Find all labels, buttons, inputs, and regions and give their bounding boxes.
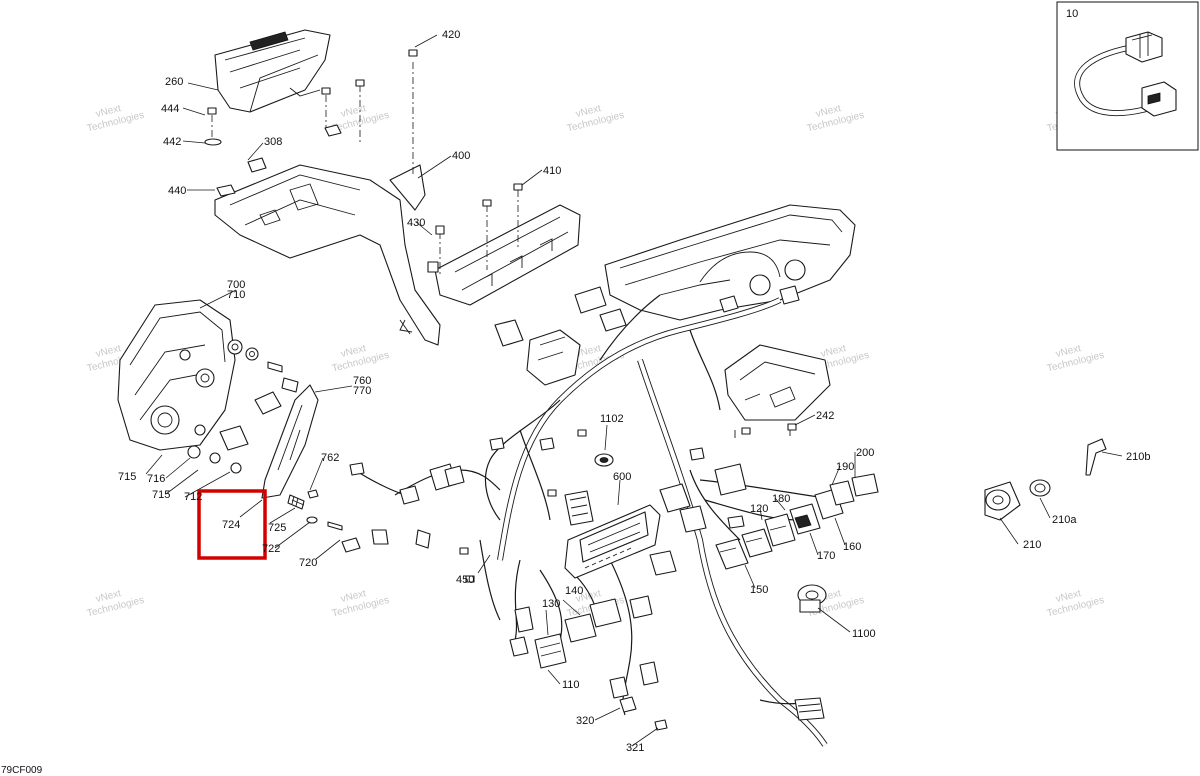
callout-260[interactable]: 260 — [165, 76, 183, 88]
callout-labels: 10 260 444 442 308 440 420 400 410 430 7… — [118, 8, 1150, 754]
connector-clips — [534, 598, 622, 669]
headlight-hardware — [187, 339, 361, 553]
callout-150[interactable]: 150 — [750, 584, 768, 596]
callout-110[interactable]: 110 — [562, 679, 580, 691]
callout-140[interactable]: 140 — [565, 585, 583, 597]
headlight-assembly-700 — [117, 299, 236, 451]
bracket-400 — [214, 164, 441, 346]
switch-block — [715, 473, 879, 570]
ignition-210 — [984, 438, 1107, 521]
callout-725[interactable]: 725 — [268, 522, 286, 534]
inset-box-part-10 — [1056, 1, 1199, 151]
bracket-410 — [434, 204, 581, 306]
callout-120[interactable]: 120 — [750, 503, 768, 515]
fasteners — [204, 49, 797, 583]
callout-180[interactable]: 180 — [772, 493, 790, 505]
callout-1102[interactable]: 1102 — [600, 413, 624, 425]
callout-712[interactable]: 712 — [184, 491, 202, 503]
plate-242 — [724, 344, 831, 438]
callout-200[interactable]: 200 — [856, 447, 874, 459]
callout-10[interactable]: 10 — [1066, 8, 1078, 20]
callout-440[interactable]: 440 — [168, 185, 186, 197]
callout-444[interactable]: 444 — [161, 103, 179, 115]
callout-762[interactable]: 762 — [321, 452, 339, 464]
callout-210[interactable]: 210 — [1023, 539, 1041, 551]
callout-160[interactable]: 160 — [843, 541, 861, 553]
callout-190[interactable]: 190 — [836, 461, 854, 473]
key-switch-1100 — [797, 584, 827, 613]
callout-442[interactable]: 442 — [163, 136, 181, 148]
leader-lines — [145, 34, 1123, 747]
callout-760[interactable]: 760 — [353, 375, 371, 387]
callout-715[interactable]: 715 — [118, 471, 136, 483]
callout-715b[interactable]: 715 — [152, 489, 170, 501]
callout-420[interactable]: 420 — [442, 29, 460, 41]
callout-720[interactable]: 720 — [299, 557, 317, 569]
callout-430[interactable]: 430 — [407, 217, 425, 229]
switch-1102 — [594, 453, 614, 467]
callout-210a[interactable]: 210a — [1052, 514, 1077, 526]
callout-242[interactable]: 242 — [816, 410, 834, 422]
harness-connectors — [349, 285, 825, 721]
cover-260 — [214, 29, 331, 113]
callout-210b[interactable]: 210b — [1126, 451, 1150, 463]
callout-600[interactable]: 600 — [613, 471, 631, 483]
callout-716[interactable]: 716 — [147, 473, 165, 485]
callout-724[interactable]: 724 — [222, 519, 240, 531]
callout-450[interactable]: 450 — [456, 574, 474, 586]
display-600 — [564, 504, 661, 579]
document-code: 79CF009 — [1, 765, 43, 776]
callout-308[interactable]: 308 — [264, 136, 282, 148]
highlight-box-724 — [197, 489, 267, 560]
callout-410[interactable]: 410 — [543, 165, 561, 177]
callout-1100[interactable]: 1100 — [852, 628, 876, 640]
callout-770[interactable]: 770 — [353, 385, 371, 397]
callout-130[interactable]: 130 — [542, 598, 560, 610]
callout-320[interactable]: 320 — [576, 715, 594, 727]
callout-170[interactable]: 170 — [817, 550, 835, 562]
callout-700[interactable]: 700 — [227, 279, 245, 291]
callout-722[interactable]: 722 — [262, 543, 280, 555]
callout-710[interactable]: 710 — [227, 289, 245, 301]
bracket-320 — [619, 696, 668, 731]
callout-400[interactable]: 400 — [452, 150, 470, 162]
callout-321[interactable]: 321 — [626, 742, 644, 754]
